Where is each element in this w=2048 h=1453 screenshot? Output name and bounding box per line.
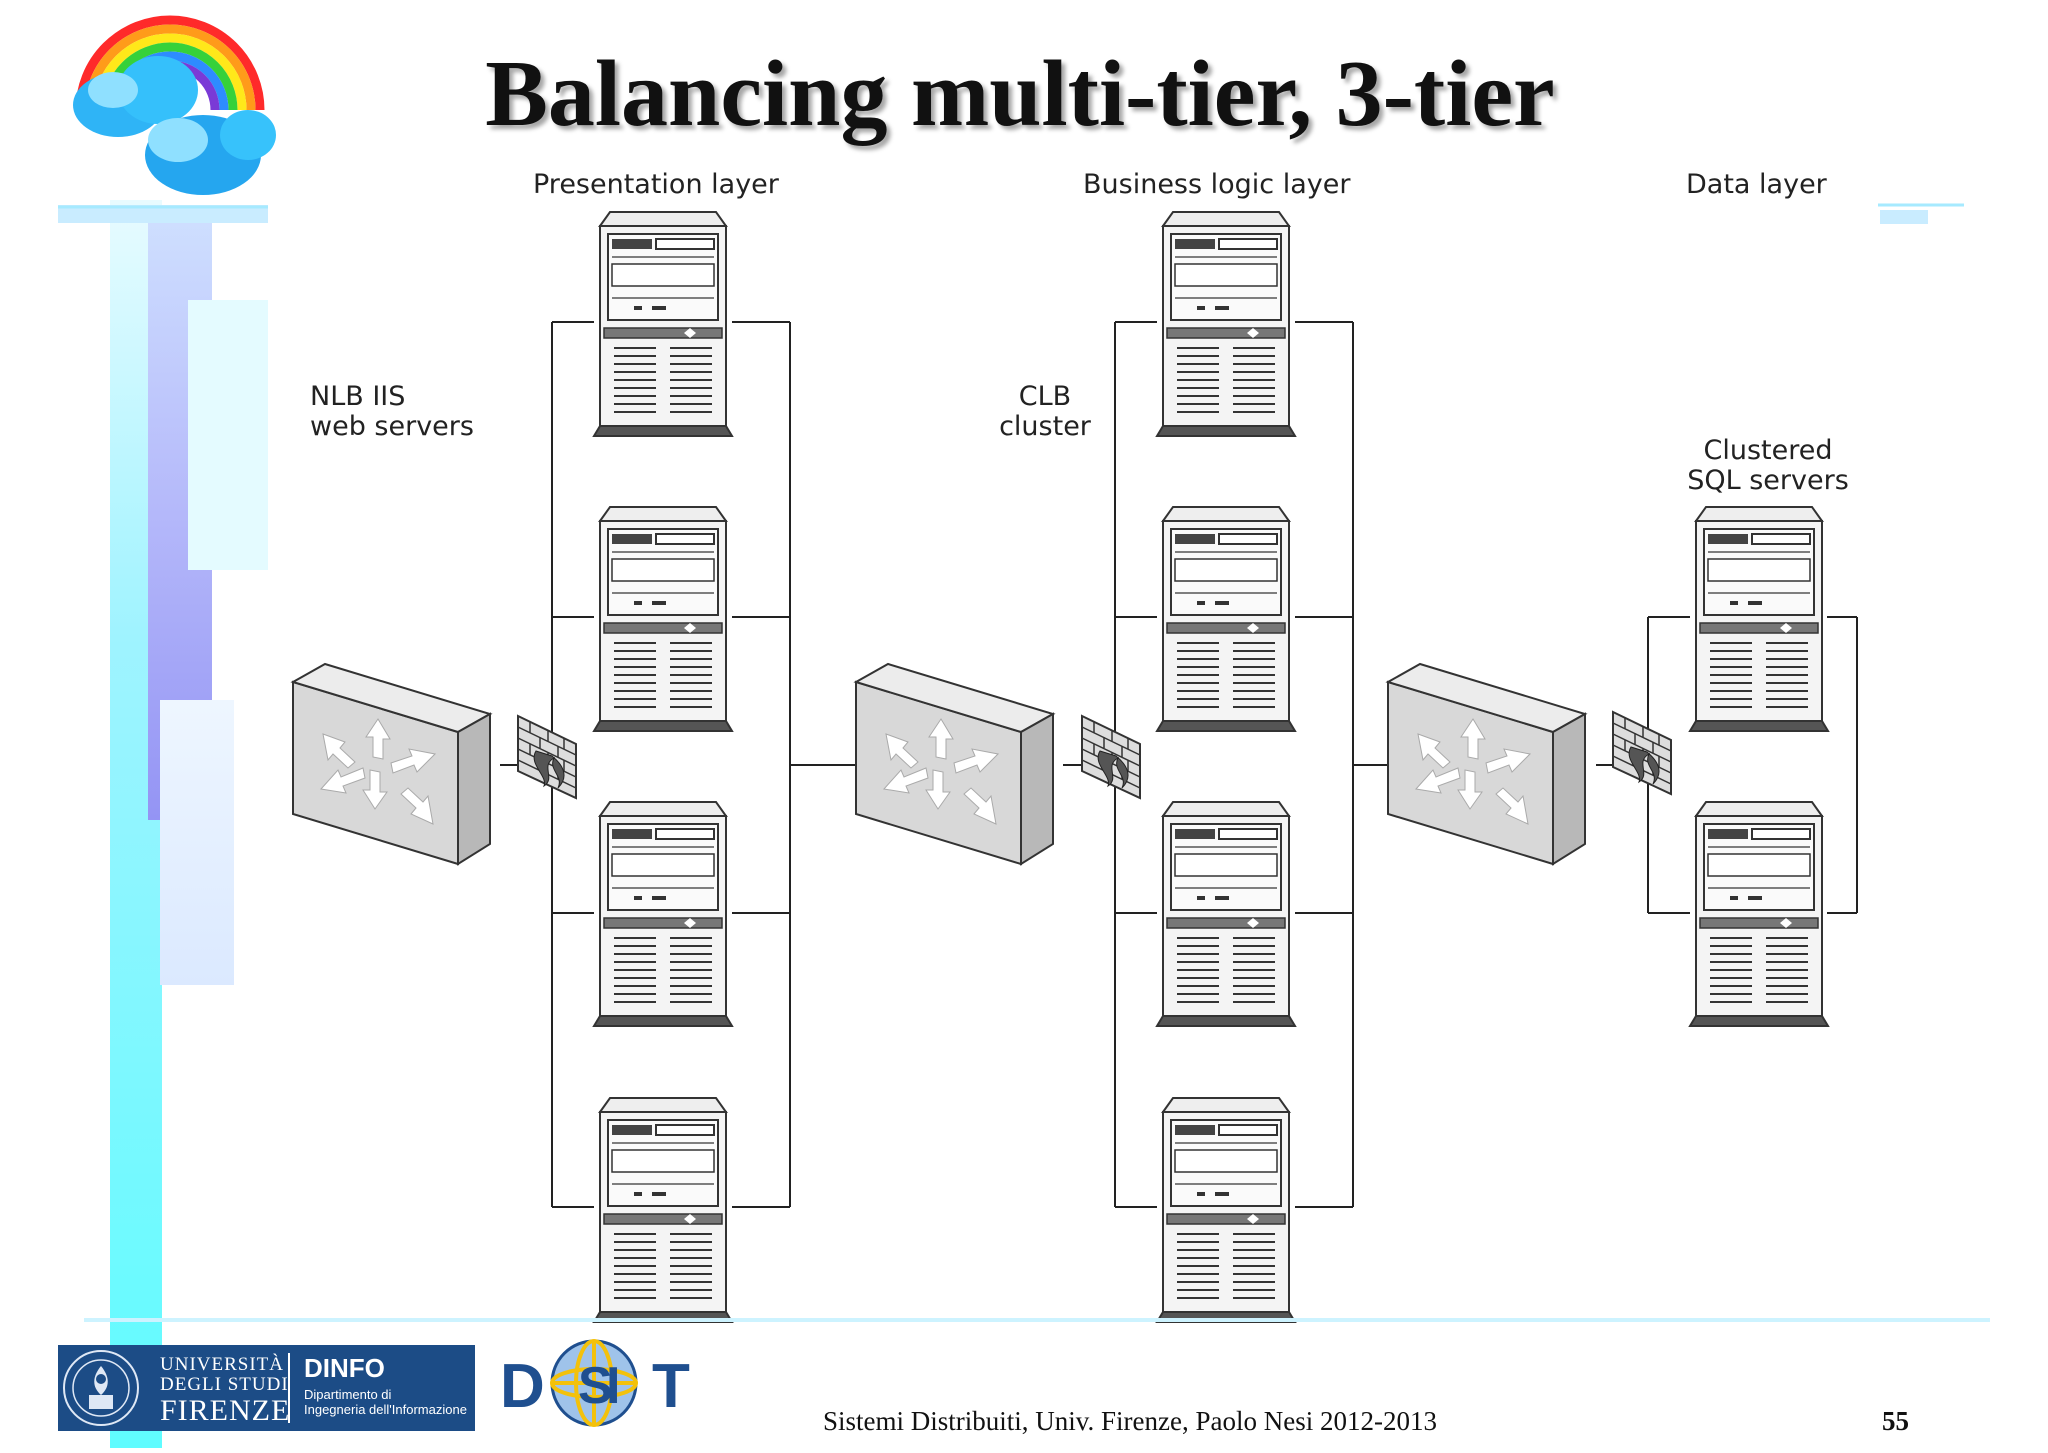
- dinfo-title: DINFO: [304, 1353, 385, 1383]
- right-decoration: [1878, 200, 1968, 230]
- university-line3: FIRENZE: [160, 1394, 291, 1427]
- web-server-icon-3: [593, 801, 733, 1027]
- clb-label-line1: CLB: [1018, 381, 1072, 412]
- business-layer-label: Business logic layer: [1083, 169, 1351, 200]
- disit-logo: D S I T: [500, 1335, 700, 1430]
- sql-server-icon-2: [1689, 801, 1829, 1027]
- data-layer-label: Data layer: [1686, 169, 1827, 200]
- disit-letter-t: T: [652, 1352, 692, 1421]
- clb-label: CLB cluster: [985, 382, 1105, 442]
- disit-letter-d: D: [500, 1352, 547, 1421]
- app-server-icon-4: [1156, 1097, 1296, 1323]
- firewall-icon-3: [1612, 711, 1672, 795]
- rainbow-cloud-logo: [58, 0, 278, 205]
- sidebar-decoration: [0, 0, 280, 1448]
- nlb-label-line1: NLB IIS: [310, 381, 406, 412]
- web-server-icon-4: [593, 1097, 733, 1323]
- app-server-icon-1: [1156, 211, 1296, 437]
- presentation-layer-label: Presentation layer: [533, 169, 779, 200]
- firewall-icon-1: [517, 715, 577, 799]
- dinfo-subtitle-line2: Ingegneria dell'Informazione: [304, 1402, 467, 1417]
- nlb-label-line2: web servers: [310, 411, 474, 442]
- sql-label: Clustered SQL servers: [1660, 436, 1876, 496]
- sql-label-line1: Clustered: [1703, 435, 1833, 466]
- logo-divider: [288, 1353, 290, 1423]
- sql-label-line2: SQL servers: [1687, 465, 1849, 496]
- clb-label-line2: cluster: [999, 411, 1091, 442]
- app-server-icon-2: [1156, 506, 1296, 732]
- svg-text:I: I: [606, 1357, 620, 1415]
- unifi-seal-icon: [62, 1349, 140, 1427]
- sql-server-icon-1: [1689, 506, 1829, 732]
- footer-credit: Sistemi Distribuiti, Univ. Firenze, Paol…: [823, 1406, 1437, 1436]
- svg-text:S: S: [578, 1357, 613, 1415]
- clb-switch-icon: [855, 663, 1054, 865]
- disit-globe-icon: S I: [544, 1335, 644, 1430]
- university-line2: DEGLI STUDI: [160, 1374, 289, 1395]
- nlb-label: NLB IIS web servers: [310, 382, 474, 442]
- page-number: 55: [1882, 1406, 1909, 1436]
- web-server-icon-2: [593, 506, 733, 732]
- footer-separator: [84, 1318, 1990, 1322]
- university-line1: UNIVERSITÀ: [160, 1354, 284, 1375]
- unifi-dinfo-logo: UNIVERSITÀ DEGLI STUDI FIRENZE DINFO Dip…: [58, 1345, 475, 1431]
- app-server-icon-3: [1156, 801, 1296, 1027]
- dinfo-subtitle-line1: Dipartimento di: [304, 1387, 392, 1402]
- slide-title: Balancing multi-tier, 3-tier: [485, 42, 1555, 146]
- web-server-icon-1: [593, 211, 733, 437]
- nlb-switch-icon: [292, 663, 491, 865]
- firewall-icon-2: [1081, 715, 1141, 799]
- sql-switch-icon: [1387, 663, 1586, 865]
